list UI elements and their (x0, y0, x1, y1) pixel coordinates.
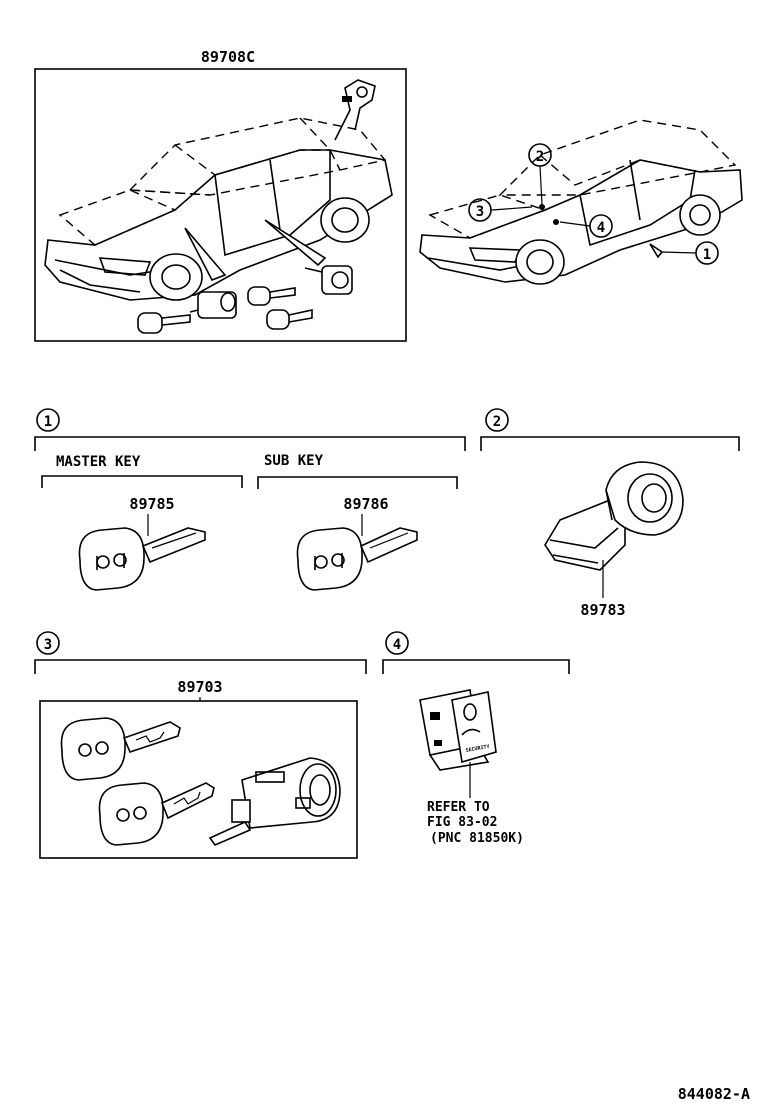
sub-key-label: SUB KEY (264, 453, 324, 469)
cylinder-set-frame (39, 700, 358, 859)
svg-text:3: 3 (44, 637, 52, 653)
car-illustration-left (44, 79, 393, 334)
refer-line-3: (PNC 81850K) (430, 831, 524, 846)
cylinder-set-part-number: 89703 (177, 678, 222, 696)
section-2-callout: 2 (485, 408, 509, 432)
svg-text:2: 2 (493, 414, 501, 430)
svg-text:1: 1 (703, 247, 711, 263)
security-indicator-text: SECURITY (465, 744, 490, 754)
section-3-bracket (34, 659, 367, 674)
master-key-bracket (41, 475, 243, 488)
section-2-bracket (480, 436, 740, 451)
refer-line-1: REFER TO (427, 800, 490, 815)
master-key-illustration (78, 527, 206, 591)
svg-text:4: 4 (393, 637, 401, 653)
svg-text:2: 2 (536, 149, 544, 165)
refer-line-2: FIG 83-02 (427, 815, 497, 830)
master-key-label: MASTER KEY (56, 454, 141, 470)
master-key-part-number: 89785 (129, 495, 174, 513)
callout-1-top: 1 (695, 241, 719, 265)
callout-2-top: 2 (528, 143, 552, 167)
section-1-callout: 1 (36, 408, 60, 432)
callout-3-top: 3 (468, 198, 492, 222)
section-1-bracket (34, 436, 466, 451)
section-3-callout: 3 (36, 631, 60, 655)
cylinder-set-illustration (60, 717, 341, 846)
sub-key-part-number: 89786 (343, 495, 388, 513)
sub-key-illustration (296, 527, 418, 591)
kit-frame (34, 68, 407, 342)
sub-key-bracket (257, 476, 458, 489)
transponder-part-number: 89783 (580, 601, 625, 619)
kit-part-number: 89708C (201, 48, 255, 66)
callout-4-top: 4 (589, 214, 613, 238)
svg-text:1: 1 (44, 414, 52, 430)
transponder-amplifier-illustration (544, 461, 684, 571)
car-illustration-right (419, 119, 743, 285)
svg-text:3: 3 (476, 204, 484, 220)
section-4-bracket (382, 659, 570, 674)
svg-text:4: 4 (597, 220, 605, 236)
security-indicator-illustration: SECURITY (419, 689, 497, 771)
section-4-callout: 4 (385, 631, 409, 655)
figure-id: 844082-A (678, 1085, 750, 1103)
